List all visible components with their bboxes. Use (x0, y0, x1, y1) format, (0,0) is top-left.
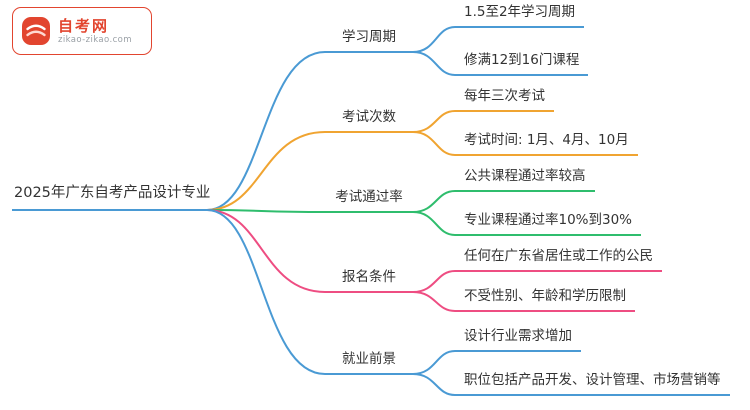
link-branch-0-leaf-0 (412, 26, 456, 53)
link-branch-3-leaf-1 (412, 291, 456, 312)
link-root-branch-2 (206, 209, 326, 213)
zikao-logo-text: 自考网 zikao-zikao.com (58, 17, 132, 46)
link-branch-4-leaf-1 (412, 373, 456, 396)
branch-registration-conditions: 报名条件 (325, 268, 413, 293)
link-root-branch-0 (206, 51, 326, 211)
link-branch-3-leaf-0 (412, 270, 456, 293)
branch-pass-rate: 考试通过率 (325, 188, 413, 213)
leaf-study-cycle-duration: 1.5至2年学习周期 (455, 3, 585, 28)
leaf-study-cycle-courses: 修满12到16门课程 (455, 51, 589, 76)
zikao-logo-title: 自考网 (58, 16, 110, 35)
leaf-career-positions: 职位包括产品开发、设计管理、市场营销等 (455, 371, 730, 396)
zikao-logo: 自考网 zikao-zikao.com (12, 7, 152, 55)
branch-exam-times: 考试次数 (325, 108, 413, 133)
leaf-career-demand: 设计行业需求增加 (455, 327, 581, 352)
leaf-pass-rate-major: 专业课程通过率10%到30% (455, 211, 642, 236)
link-branch-2-leaf-1 (412, 211, 456, 236)
leaf-registration-residency: 任何在广东省居住或工作的公民 (455, 247, 662, 272)
leaf-exam-times-per-year: 每年三次考试 (455, 87, 554, 112)
leaf-registration-no-limits: 不受性别、年龄和学历限制 (455, 287, 635, 312)
zikao-logo-subtitle: zikao-zikao.com (58, 34, 132, 45)
link-branch-0-leaf-1 (412, 51, 456, 76)
link-root-branch-4 (206, 209, 326, 375)
link-branch-1-leaf-0 (412, 110, 456, 133)
mindmap-root-node: 2025年广东自考产品设计专业 (12, 183, 210, 211)
link-root-branch-3 (206, 209, 326, 293)
link-branch-1-leaf-1 (412, 131, 456, 156)
branch-study-cycle: 学习周期 (325, 28, 413, 53)
branch-career-prospects: 就业前景 (325, 350, 413, 375)
leaf-exam-times-months: 考试时间: 1月、4月、10月 (455, 131, 638, 156)
link-root-branch-1 (206, 131, 326, 211)
link-branch-2-leaf-0 (412, 190, 456, 213)
link-branch-4-leaf-0 (412, 350, 456, 375)
leaf-pass-rate-public: 公共课程通过率较高 (455, 167, 595, 192)
zikao-logo-icon (22, 17, 50, 45)
